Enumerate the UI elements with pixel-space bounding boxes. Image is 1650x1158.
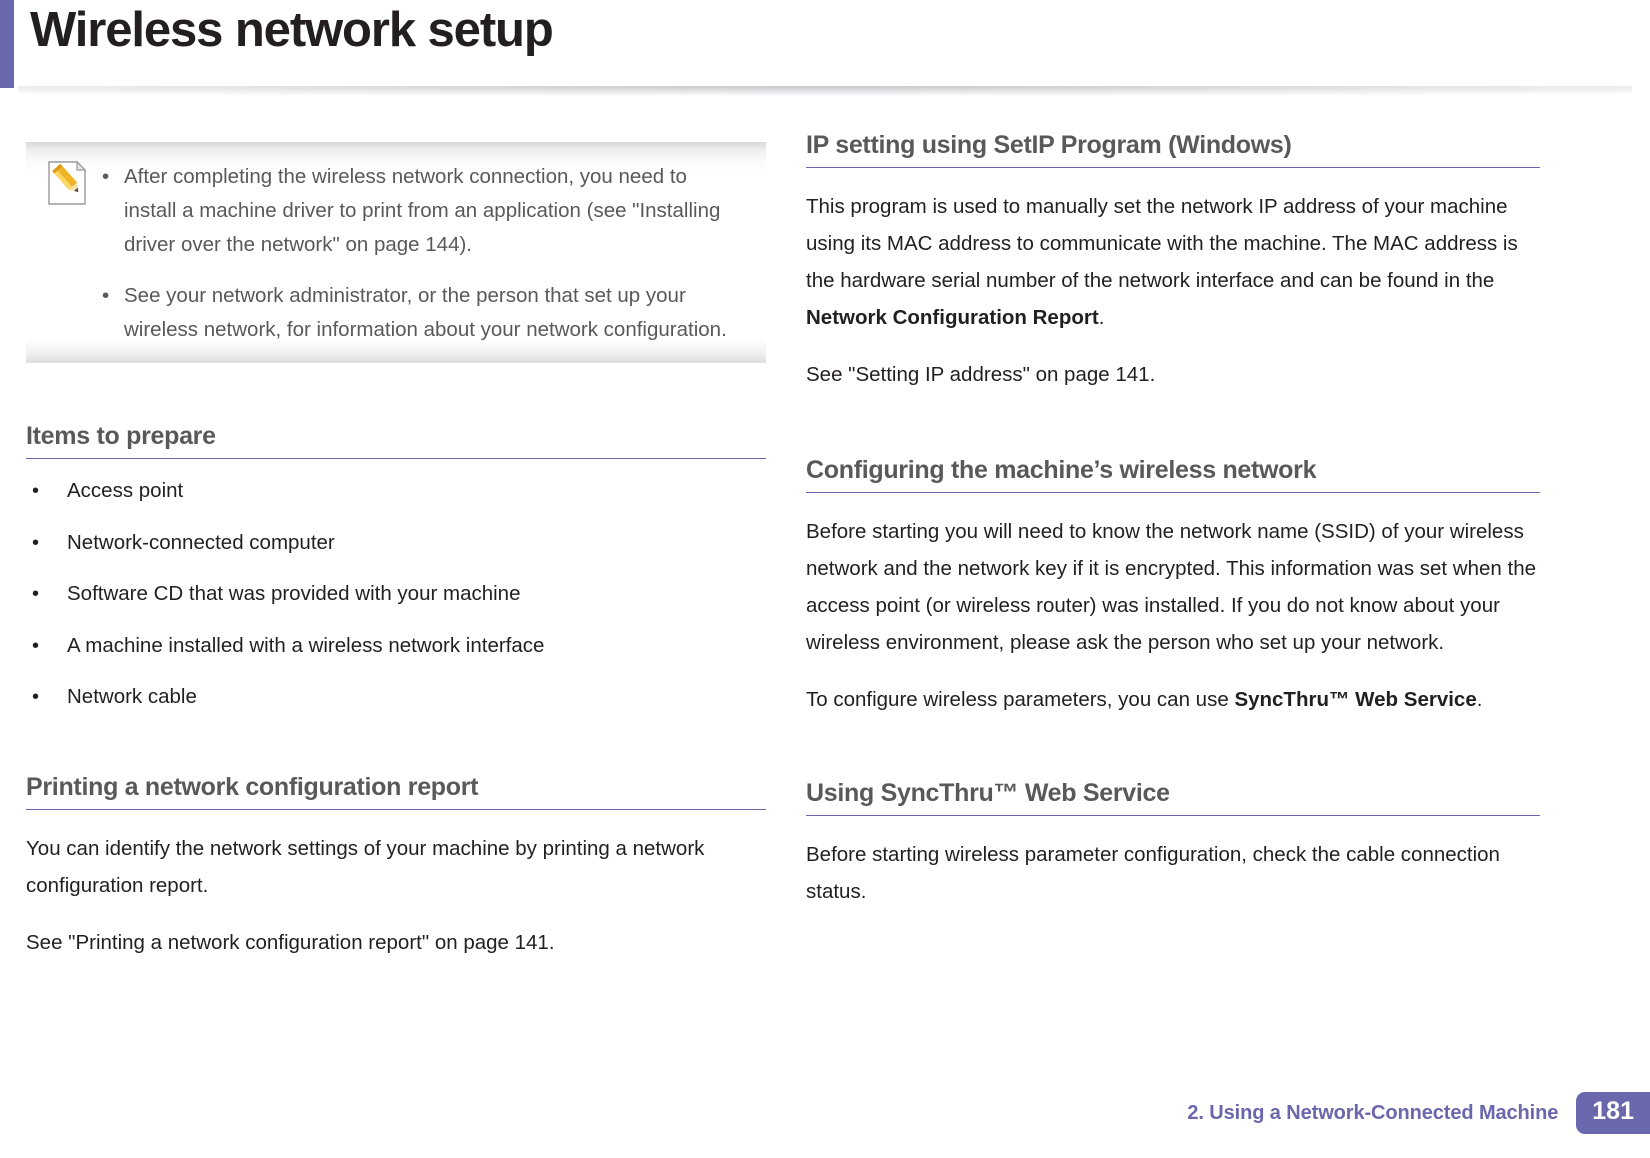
bullet-glyph: • [32,634,40,657]
page-footer: 2. Using a Network-Connected Machine 181 [1187,1090,1650,1136]
note-item-text: See your network administrator, or the p… [124,284,727,341]
paragraph-ip-setting-1: This program is used to manually set the… [806,188,1544,336]
emphasis-network-configuration-report: Network Configuration Report [806,306,1099,329]
right-column: IP setting using SetIP Program (Windows)… [806,130,1544,930]
note-item: • After completing the wireless network … [102,160,744,262]
list-item-label: Software CD that was provided with your … [67,582,521,606]
paragraph-text-lead: This program is used to manually set the… [806,195,1518,292]
paragraph-text-tail: . [1476,688,1483,711]
heading-rule [806,492,1540,493]
bullet-glyph: • [32,480,40,502]
heading-items-to-prepare: Items to prepare [26,422,216,450]
page-header: Wireless network setup [0,0,1650,112]
heading-rule [806,167,1540,168]
paragraph-configuring-2: To configure wireless parameters, you ca… [806,681,1544,718]
header-divider-shadow [18,86,1632,108]
paragraph-printing-report-1: You can identify the network settings of… [26,836,705,897]
bullet-glyph: • [102,284,110,307]
paragraph-using-syncthru-1: Before starting wireless parameter confi… [806,843,1500,903]
bullet-glyph: • [102,165,110,188]
heading-configuring-machine-wireless-network: Configuring the machine’s wireless netwo… [806,456,1317,484]
note-box: • After completing the wireless network … [26,142,766,363]
heading-using-syncthru-web-service: Using SyncThru™ Web Service [806,779,1170,807]
list-item: • Access point [26,479,774,504]
footer-chapter-label: 2. Using a Network-Connected Machine [1187,1101,1559,1124]
heading-printing-network-configuration-report: Printing a network configuration report [26,772,479,801]
list-item-label: A machine installed with a wireless netw… [67,633,545,657]
footer-page-number: 181 [1576,1092,1650,1134]
bullet-glyph: • [32,686,40,709]
paragraph-ip-setting-2: See "Setting IP address" on page 141. [806,363,1156,386]
list-item: • Software CD that was provided with you… [26,582,774,607]
list-item: • Network-connected computer [26,531,774,556]
heading-ip-setting-setip-program: IP setting using SetIP Program (Windows) [806,131,1292,159]
header-accent-bar [0,0,14,88]
paragraph-printing-report-2: See "Printing a network configuration re… [26,930,555,954]
note-item: • See your network administrator, or the… [102,279,744,347]
list-item-label: Access point [67,479,184,502]
left-column: • After completing the wireless network … [26,130,774,981]
list-item: • Network cable [26,685,774,710]
heading-rule [26,808,766,810]
heading-rule [26,458,766,459]
paragraph-text-lead: To configure wireless parameters, you ca… [806,688,1235,711]
list-item-label: Network-connected computer [67,530,335,554]
bullet-glyph: • [32,531,40,554]
note-item-text: After completing the wireless network co… [124,165,721,256]
note-pencil-icon [46,160,88,206]
list-item: • A machine installed with a wireless ne… [26,634,774,659]
paragraph-text-tail: . [1098,306,1105,329]
heading-rule [806,815,1540,816]
emphasis-syncthru-web-service: SyncThru™ Web Service [1234,688,1477,711]
note-item-list: • After completing the wireless network … [26,160,766,347]
list-item-label: Network cable [67,685,197,709]
paragraph-configuring-1: Before starting you will need to know th… [806,520,1537,654]
bullet-glyph: • [32,583,40,606]
page-title: Wireless network setup [30,3,554,57]
items-to-prepare-list: • Access point • Network-connected compu… [26,479,774,710]
